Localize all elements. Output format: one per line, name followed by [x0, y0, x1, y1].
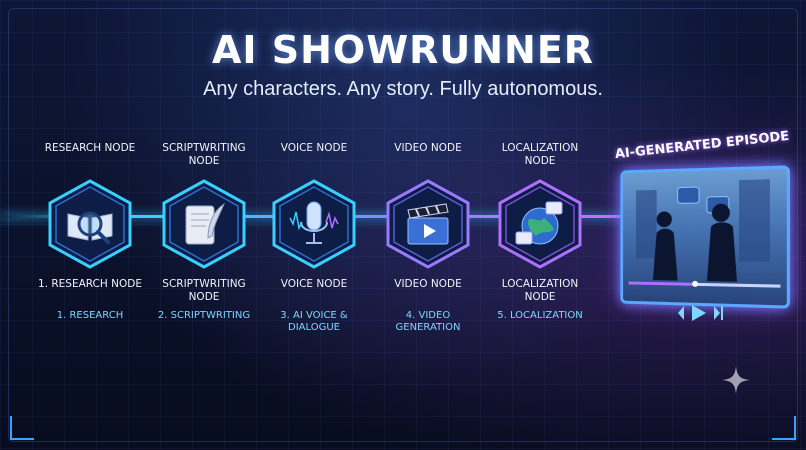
corner-bracket-left [10, 416, 34, 440]
sparkle-icon [722, 366, 750, 394]
node-bottom-label: SCRIPTWRITING NODE [162, 278, 246, 303]
node-top-label: LOCALIZATION NODE [501, 142, 579, 167]
scroll-quill-icon [158, 178, 250, 270]
microphone-icon [268, 178, 360, 270]
node-top-label: VOICE NODE [280, 142, 348, 154]
node-step-label: 5. LOCALIZATION [497, 310, 583, 321]
corner-bracket-right [772, 416, 796, 440]
node-top-label: SCRIPTWRITING NODE [162, 142, 246, 167]
globe-translate-icon [494, 178, 586, 270]
page-subtitle: Any characters. Any story. Fully autonom… [203, 78, 603, 100]
page-title: AI SHOWRUNNER [211, 28, 595, 72]
book-magnifier-icon [44, 178, 136, 270]
node-top-label: RESEARCH NODE [44, 142, 136, 154]
video-player-icon [620, 165, 790, 309]
node-bottom-label: VIDEO NODE [394, 278, 462, 290]
clapperboard-icon [382, 178, 474, 270]
node-bottom-label: LOCALIZATION NODE [501, 278, 579, 303]
border-frame [8, 8, 798, 442]
node-top-label: VIDEO NODE [394, 142, 462, 154]
node-step-label: 1. RESEARCH [56, 310, 124, 321]
node-step-label: 2. SCRIPTWRITING [157, 310, 251, 321]
node-step-label: 4. VIDEO GENERATION [395, 310, 461, 333]
node-bottom-label: VOICE NODE [280, 278, 348, 290]
player-controls [640, 302, 760, 324]
node-step-label: 3. AI VOICE & DIALOGUE [280, 310, 348, 333]
node-bottom-label: 1. RESEARCH NODE [38, 278, 142, 290]
